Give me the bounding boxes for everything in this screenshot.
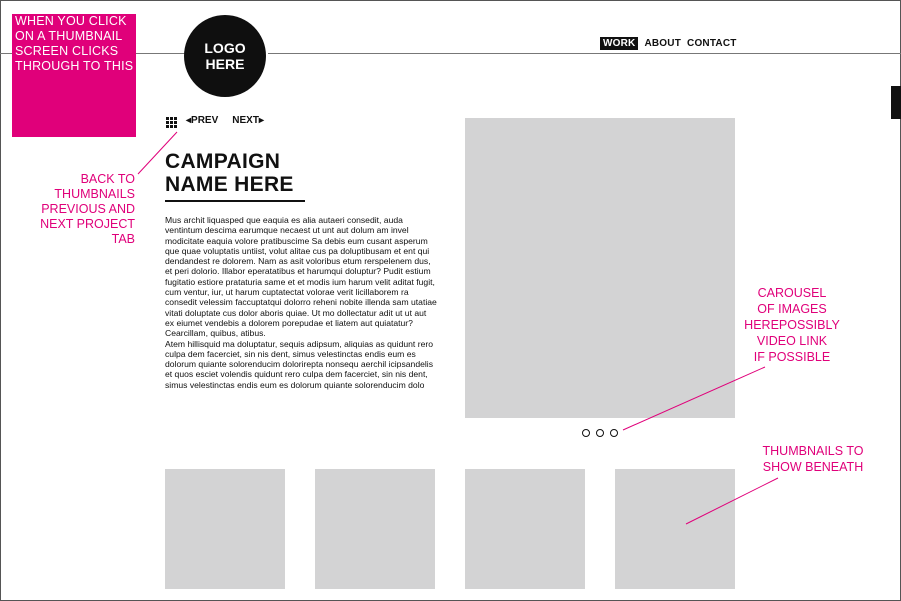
thumbnail[interactable]: [165, 469, 285, 589]
scroll-tab[interactable]: [891, 86, 901, 119]
logo-text: HERE: [205, 56, 245, 72]
annotation-carousel-note: CAROUSEL OF IMAGES HEREPOSSIBLY VIDEO LI…: [742, 285, 842, 365]
nav-about[interactable]: ABOUT: [644, 38, 682, 49]
next-button[interactable]: NEXT▸: [232, 115, 264, 126]
title-underline: [165, 200, 305, 202]
thumbnail[interactable]: [315, 469, 435, 589]
nav-contact[interactable]: CONTACT: [687, 38, 737, 49]
annotation-line: SCREEN CLICKS: [15, 44, 119, 58]
logo-text: LOGO: [204, 40, 246, 56]
body-copy: Mus archit liquasped que eaquia es alia …: [165, 215, 437, 390]
annotation-line: SHOW BENEATH: [762, 460, 864, 474]
annotation-detail-page-note: WHEN YOU CLICK ON A THUMBNAIL SCREEN CLI…: [12, 14, 136, 137]
page-title-line: NAME HERE: [165, 173, 294, 196]
header-divider: [268, 53, 901, 54]
annotation-line: BACK TO: [80, 172, 135, 186]
thumbnail[interactable]: [465, 469, 585, 589]
annotation-line: OF IMAGES: [757, 302, 827, 316]
annotation-line: NEXT PROJECT: [40, 217, 135, 231]
main-nav: WORK ABOUT CONTACT: [600, 37, 737, 50]
logo[interactable]: LOGO HERE: [184, 15, 266, 97]
annotation-thumbnails-note: THUMBNAILS TO SHOW BENEATH: [748, 443, 878, 475]
carousel-dot[interactable]: [582, 429, 590, 437]
annotation-line: ON A THUMBNAIL: [15, 29, 123, 43]
annotation-line: VIDEO LINK: [756, 334, 828, 348]
annotation-line: THUMBNAILS: [54, 187, 135, 201]
nav-work[interactable]: WORK: [600, 37, 639, 50]
annotation-line: THUMBNAILS TO: [762, 444, 864, 458]
annotation-line: IF POSSIBLE: [753, 350, 831, 364]
carousel-dots: [582, 429, 618, 437]
body-paragraph: Mus archit liquasped que eaquia es alia …: [165, 215, 437, 339]
thumbnail[interactable]: [615, 469, 735, 589]
annotation-line: TAB: [111, 232, 135, 246]
annotation-back-nav-note: BACK TO THUMBNAILS PREVIOUS AND NEXT PRO…: [20, 172, 135, 247]
page-title: CAMPAIGN NAME HERE: [165, 150, 294, 196]
page-title-line: CAMPAIGN: [165, 150, 281, 173]
grid-icon[interactable]: [166, 117, 177, 128]
annotation-line: HEREPOSSIBLY: [744, 318, 840, 332]
annotation-line: THROUGH TO THIS: [15, 59, 134, 73]
annotation-line: WHEN YOU CLICK: [15, 14, 127, 28]
annotation-line: PREVIOUS AND: [41, 202, 135, 216]
body-paragraph: Atem hillisquid ma doluptatur, sequis ad…: [165, 338, 433, 390]
project-nav: ◂PREV NEXT▸: [186, 115, 264, 126]
carousel-dot[interactable]: [596, 429, 604, 437]
annotation-line: CAROUSEL: [757, 286, 827, 300]
prev-button[interactable]: ◂PREV: [186, 115, 219, 126]
carousel-image-placeholder[interactable]: [465, 118, 735, 418]
carousel-dot[interactable]: [610, 429, 618, 437]
